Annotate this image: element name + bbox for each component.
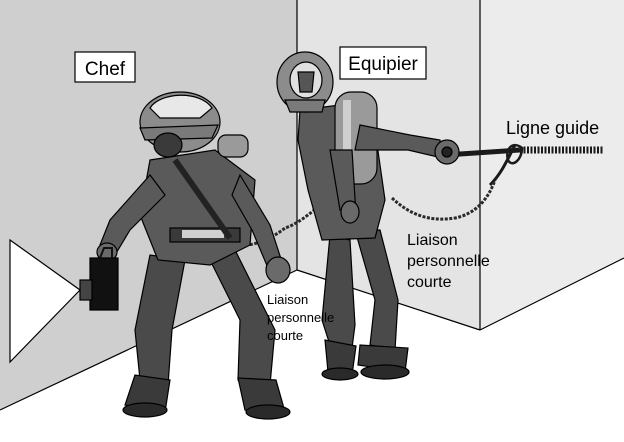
liaison-center-line-3: courte: [267, 328, 303, 343]
liaison-right-line-2: personnelle: [407, 253, 490, 270]
liaison-center-line-1: Liaison: [267, 292, 308, 307]
label-ligne-guide: Ligne guide: [506, 118, 599, 138]
label-chef-text: Chef: [85, 59, 126, 80]
label-chef: Chef: [75, 52, 135, 82]
liaison-right-line-3: courte: [407, 274, 452, 291]
liaison-right-line-1: Liaison: [407, 232, 458, 249]
helmet-icon: [277, 52, 333, 112]
label-equipier: Equipier: [340, 47, 426, 79]
liaison-center-line-2: personnelle: [267, 310, 334, 325]
label-equipier-text: Equipier: [348, 54, 418, 75]
